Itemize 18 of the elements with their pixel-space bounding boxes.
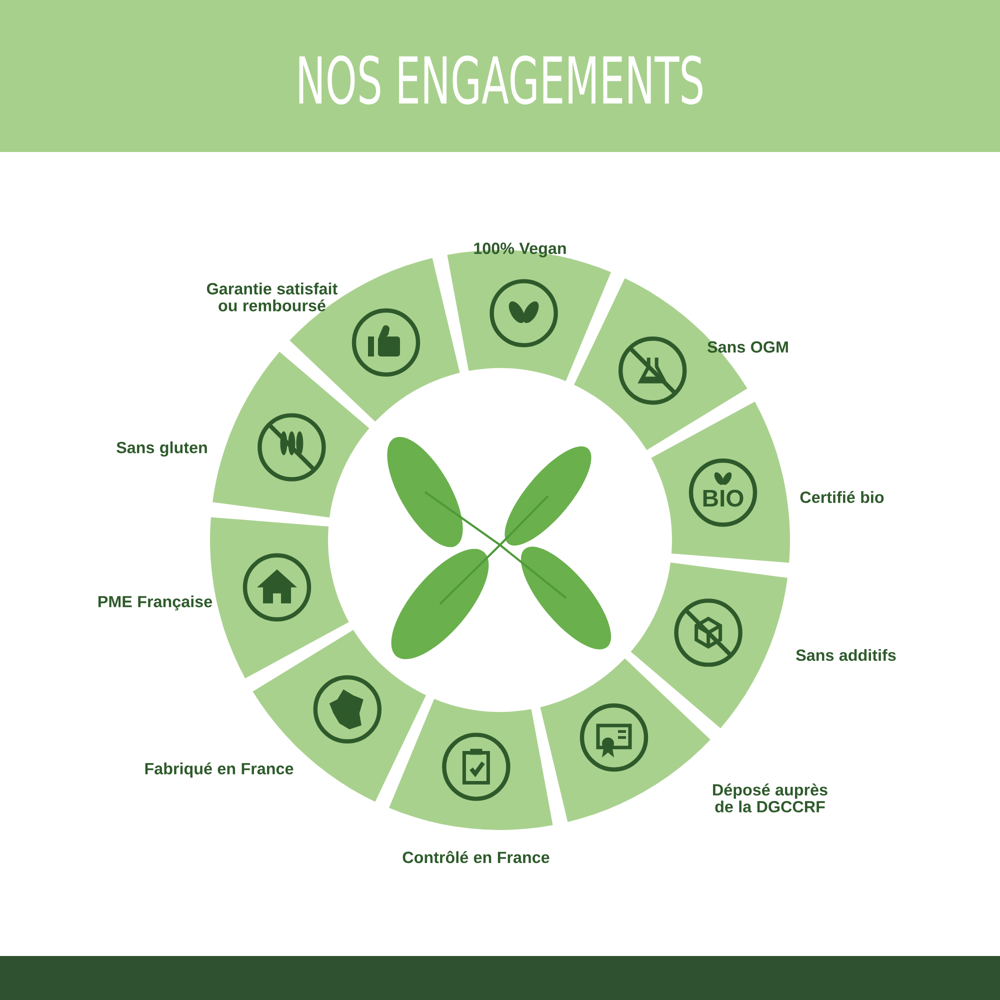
segment-label: Sans additifs [796,649,896,661]
segment-label: PME Française [98,595,212,611]
ring-segment [630,562,788,728]
ring-segment: BIO [651,402,790,563]
segment-label: Certifié bio [800,490,884,503]
segment-label: 100% Vegan [474,242,566,258]
segment-label: Garantie satisfait ou remboursé [206,282,338,312]
ring-segment [540,658,710,822]
segment-label: Fabriqué en France [145,762,294,778]
segment-label: Sans gluten [116,441,207,457]
ring-segment [389,698,553,830]
ring-segment [212,352,370,518]
title-bar: NOS ENGAGEMENTS [0,0,1000,152]
segment-label: Sans OGM [708,341,788,353]
ring-segment [210,517,349,678]
segment-label: Déposé auprès de la DGCCRF [713,784,828,812]
ring-segment [574,278,748,450]
segment-label: Contrôlé en France [402,850,550,864]
